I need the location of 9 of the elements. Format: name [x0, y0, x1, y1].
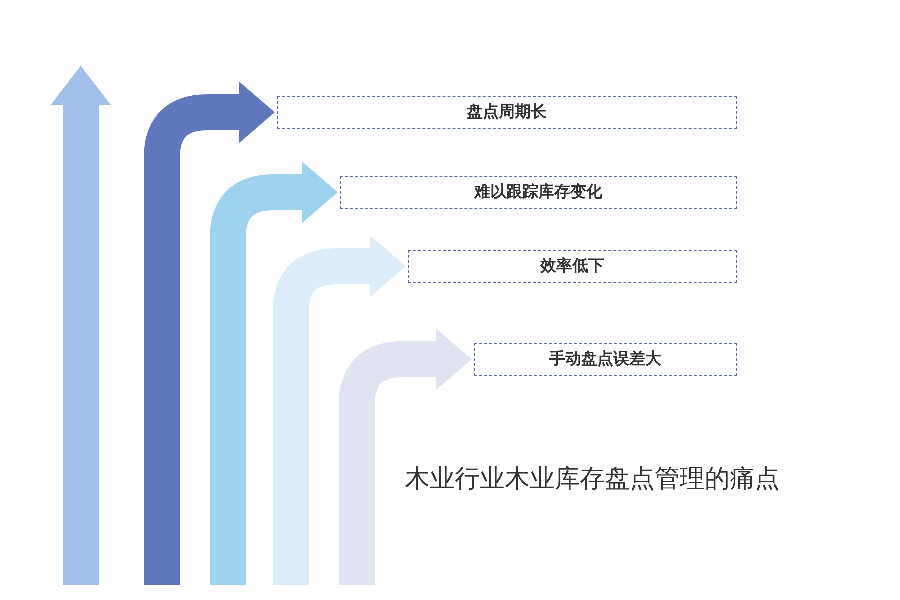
- text-box: 效率低下: [408, 250, 737, 283]
- arrow: [144, 82, 275, 585]
- text-box: 手动盘点误差大: [474, 343, 737, 376]
- arrow: [210, 162, 338, 585]
- arrow: [339, 328, 472, 585]
- title: 木业行业木业库存盘点管理的痛点: [405, 463, 780, 495]
- arrow: [273, 236, 406, 585]
- text-box: 盘点周期长: [277, 96, 737, 129]
- text-box: 难以跟踪库存变化: [340, 176, 737, 209]
